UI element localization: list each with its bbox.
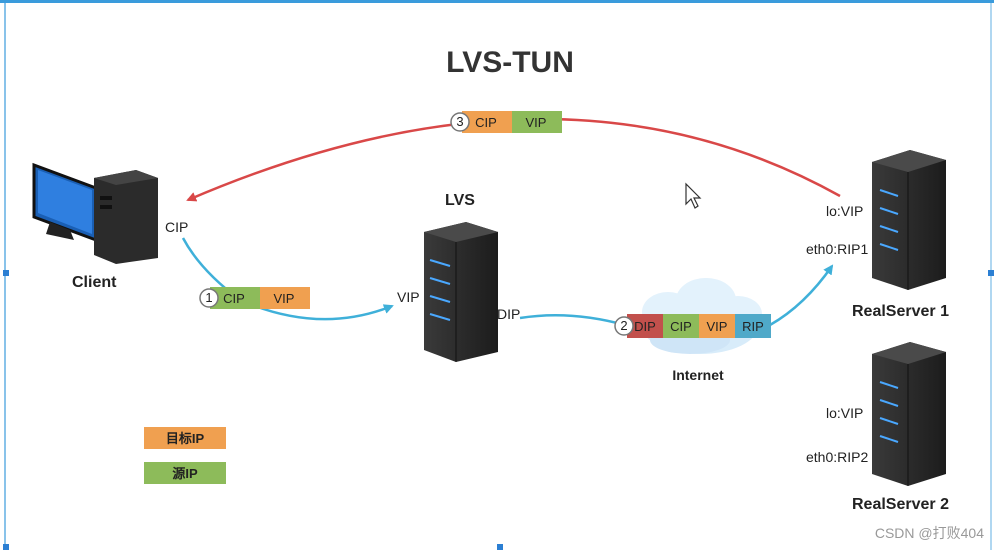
realserver1-icon bbox=[872, 150, 946, 290]
lvs-to-internet-arrow bbox=[519, 313, 626, 327]
packet-3: 3 CIP VIP bbox=[450, 111, 562, 133]
packet-1-field-1: CIP bbox=[223, 291, 245, 306]
rs1-label: RealServer 1 bbox=[852, 303, 949, 320]
legend-dest-label: 目标IP bbox=[166, 431, 205, 446]
packet-2: 2 DIP CIP VIP RIP bbox=[614, 314, 771, 338]
packet-2-field-1: DIP bbox=[634, 319, 656, 334]
packet-2-field-2: CIP bbox=[670, 319, 692, 334]
internet-label: Internet bbox=[672, 367, 724, 383]
legend-src-label: 源IP bbox=[172, 466, 198, 481]
rs1-lo-label: lo:VIP bbox=[826, 203, 863, 219]
rs2-label: RealServer 2 bbox=[852, 496, 949, 513]
client-ip-label: CIP bbox=[165, 219, 188, 235]
watermark: CSDN @打败404 bbox=[875, 525, 984, 541]
lvs-label: LVS bbox=[445, 192, 475, 209]
lvs-vip-label: VIP bbox=[397, 289, 420, 305]
lvs-dip-label: DIP bbox=[497, 306, 520, 322]
packet-3-step: 3 bbox=[456, 114, 463, 129]
packet-2-step: 2 bbox=[620, 318, 627, 333]
rs2-eth0-label: eth0:RIP2 bbox=[806, 449, 868, 465]
lvs-server-icon bbox=[424, 222, 498, 362]
rs2-lo-label: lo:VIP bbox=[826, 405, 863, 421]
legend: 目标IP 源IP bbox=[144, 427, 226, 484]
packet-3-field-1: CIP bbox=[475, 115, 497, 130]
packet-2-field-3: VIP bbox=[707, 319, 728, 334]
realserver2-icon bbox=[872, 342, 946, 486]
mouse-cursor-icon bbox=[685, 182, 702, 209]
resize-handle-bottom-left[interactable] bbox=[3, 544, 9, 550]
packet-2-field-4: RIP bbox=[742, 319, 764, 334]
packet-1-step: 1 bbox=[205, 290, 212, 305]
packet-1: 1 CIP VIP bbox=[199, 287, 310, 309]
window-left-border bbox=[4, 3, 6, 550]
client-label: Client bbox=[72, 274, 117, 291]
window-top-border bbox=[0, 0, 994, 3]
legend-src-swatch bbox=[144, 462, 226, 484]
legend-dest-swatch bbox=[144, 427, 226, 449]
diagram-title: LVS-TUN bbox=[446, 46, 574, 79]
internet-to-rs1-arrow bbox=[769, 264, 834, 327]
packet-3-field-2: VIP bbox=[526, 115, 547, 130]
packet-1-field-2: VIP bbox=[274, 291, 295, 306]
client-computer-icon bbox=[32, 162, 158, 264]
resize-handle-left[interactable] bbox=[3, 270, 9, 276]
window-right-border bbox=[990, 3, 992, 550]
rs1-eth0-label: eth0:RIP1 bbox=[806, 241, 868, 257]
resize-handle-bottom[interactable] bbox=[497, 544, 503, 550]
resize-handle-right[interactable] bbox=[988, 270, 994, 276]
